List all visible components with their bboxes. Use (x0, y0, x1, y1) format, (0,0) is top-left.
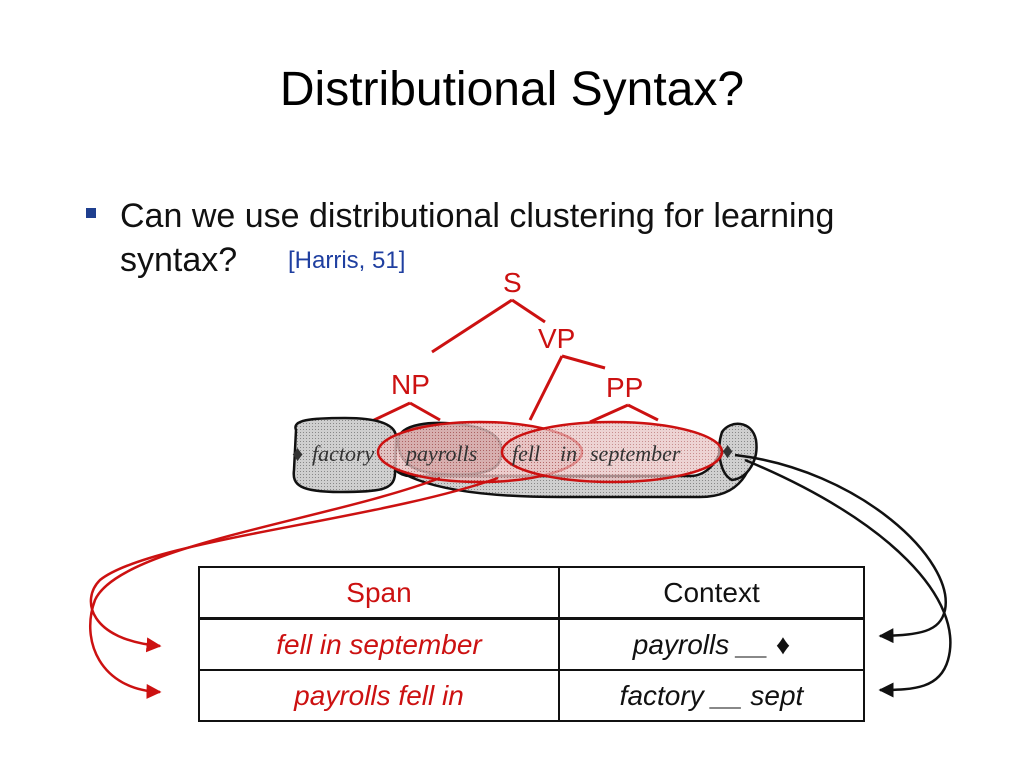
arrow-context-row2 (744, 458, 952, 698)
boundary-marker-right: ♦ (722, 438, 733, 463)
word-fell: fell (512, 441, 540, 466)
span-cell: payrolls fell in (198, 669, 560, 722)
node-np: NP (391, 369, 430, 400)
boundary-marker-left: ♦ (292, 441, 303, 466)
table-row: payrolls fell in factory __ sept (198, 669, 865, 722)
branch-np-payrolls (409, 401, 441, 422)
node-s: S (503, 267, 522, 298)
span-arrows (89, 476, 499, 700)
tree-branches (369, 298, 659, 424)
context-cell: payrolls __ ♦ (558, 617, 865, 671)
span-context-table: Span Context fell in september payrolls … (198, 566, 865, 722)
branch-s-np (431, 298, 513, 354)
header-span: Span (198, 566, 560, 620)
slide-title: Distributional Syntax? (279, 63, 745, 116)
branch-s-vp (511, 298, 546, 324)
span-ellipse-fell-in-september (500, 420, 724, 484)
arrow-span-row1 (89, 476, 499, 653)
branch-pp-september (627, 403, 659, 422)
table-row: fell in september payrolls __ ♦ (198, 617, 865, 671)
span-ellipses (376, 420, 724, 484)
bullet-marker (86, 208, 96, 218)
word-in: in (560, 441, 577, 466)
context-blob-right (718, 422, 758, 482)
word-payrolls: payrolls (404, 441, 477, 466)
word-factory: factory (312, 441, 375, 466)
branch-vp-fell (528, 355, 564, 421)
citation: [Harris, 51] (288, 247, 406, 274)
arrow-context-row1 (734, 453, 947, 644)
header-context: Context (558, 566, 865, 620)
context-cell: factory __ sept (558, 669, 865, 722)
table-header-row: Span Context (198, 566, 865, 620)
branch-np-factory (369, 401, 411, 424)
context-blob-left (292, 416, 398, 494)
node-vp: VP (538, 323, 575, 354)
branch-pp-in (589, 403, 629, 424)
node-pp: PP (606, 372, 643, 403)
branch-vp-pp (561, 354, 606, 370)
word-september: september (590, 441, 681, 466)
context-arrows (734, 453, 952, 698)
span-cell: fell in september (198, 617, 560, 671)
arrow-span-row2 (89, 476, 441, 700)
bullet-text: Can we use distributional clustering for… (120, 197, 835, 279)
